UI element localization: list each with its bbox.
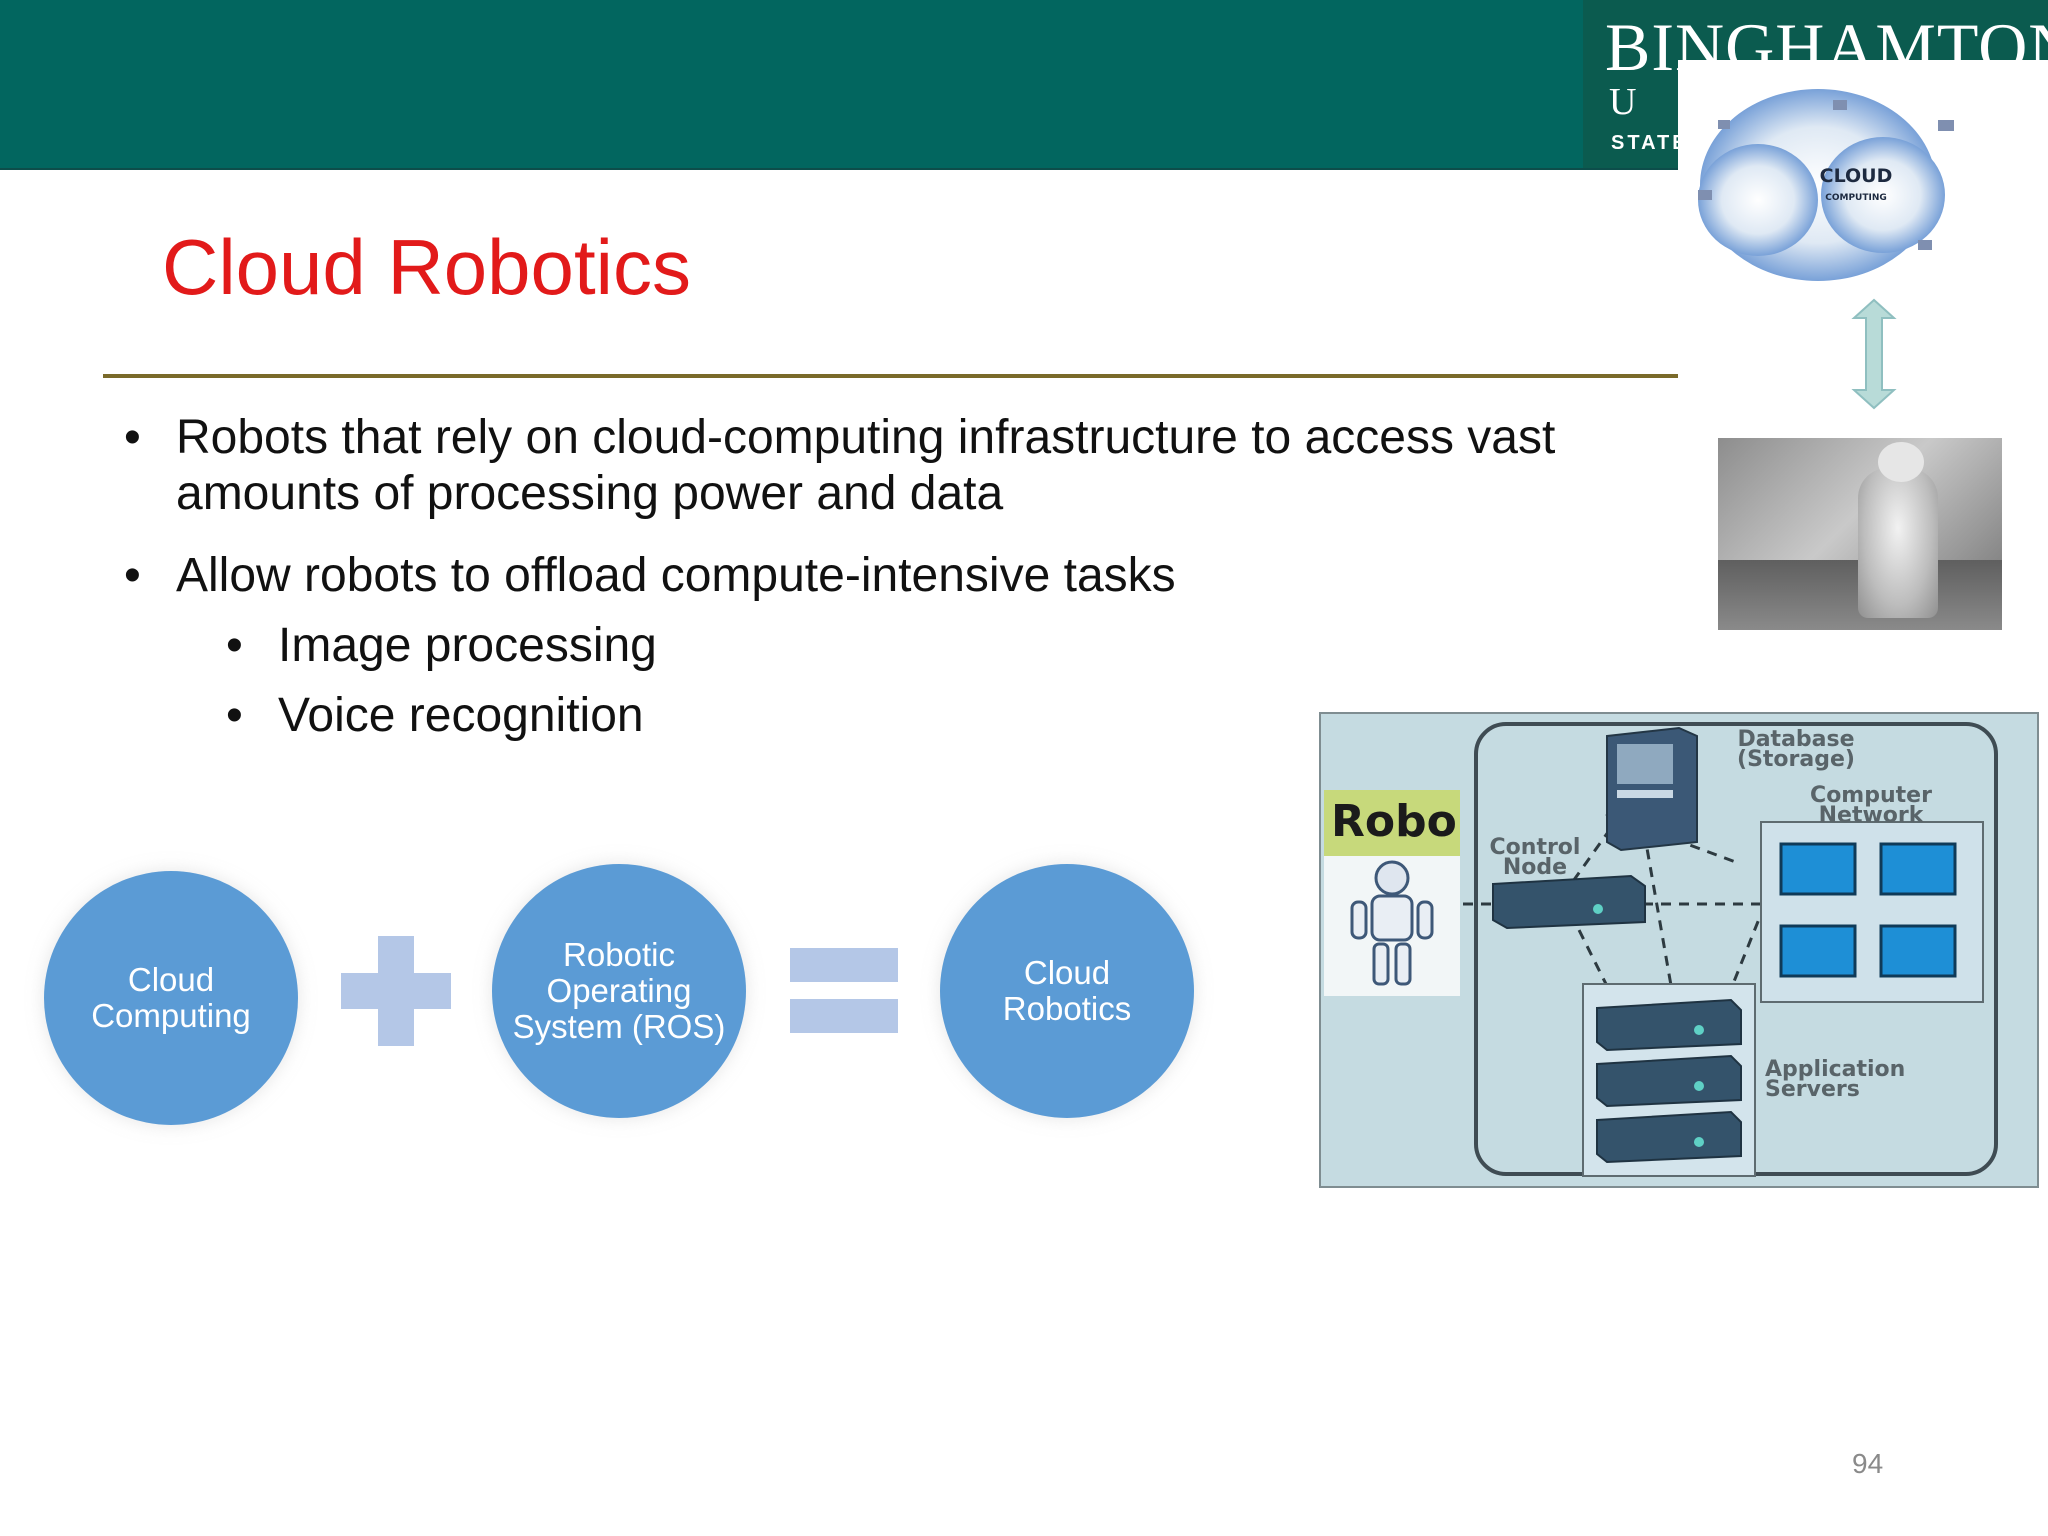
control-label-line: Node xyxy=(1502,855,1568,880)
title-divider xyxy=(103,374,1678,378)
cloud-computing-circle: Cloud Computing xyxy=(44,871,298,1125)
app-label-line: Application xyxy=(1765,1057,1906,1082)
cloud-computing-image: CLOUD COMPUTING xyxy=(1678,60,2048,420)
app-servers-label: Application Servers xyxy=(1765,1057,1955,1102)
network-label: Computer Network xyxy=(1781,783,1961,828)
database-label-line: (Storage) xyxy=(1737,747,1855,772)
circle-label: Robotic Operating System (ROS) xyxy=(512,936,726,1045)
cloud-robotics-circle: Cloud Robotics xyxy=(940,864,1194,1118)
control-node-label: Control Node xyxy=(1485,835,1585,880)
ros-circle: Robotic Operating System (ROS) xyxy=(492,864,746,1118)
robo-label: Robo xyxy=(1331,796,1457,847)
control-label-line: Control xyxy=(1489,835,1581,860)
bullet-dot: • xyxy=(226,689,243,742)
database-label: Database (Storage) xyxy=(1721,727,1871,772)
robot-head xyxy=(1878,442,1924,482)
sub-bullet-text: Voice recognition xyxy=(278,689,644,742)
circle-label: Cloud Computing xyxy=(91,961,251,1034)
sub-bullet-text: Image processing xyxy=(278,619,657,672)
robot-photo xyxy=(1718,438,2002,630)
cloud-label: CLOUD xyxy=(1820,165,1893,187)
robot-figure xyxy=(1324,856,1460,996)
cloud-sublabel: COMPUTING xyxy=(1825,193,1887,203)
equals-icon xyxy=(790,948,898,982)
page-number: 94 xyxy=(1852,1448,1884,1479)
bullet-dot: • xyxy=(124,411,141,464)
plus-icon-bar xyxy=(341,973,451,1009)
circle-label: Cloud Robotics xyxy=(1002,954,1132,1027)
app-label-line: Servers xyxy=(1765,1077,1860,1102)
database-label-line: Database xyxy=(1737,727,1855,752)
bullet-dot: • xyxy=(124,549,141,602)
robot-body xyxy=(1858,468,1938,618)
cloud-architecture-diagram: Robo Database (Storage) Computer Network… xyxy=(1319,712,2039,1188)
network-label-line: Computer xyxy=(1810,783,1932,808)
logo-state-line: STATE xyxy=(1611,132,1689,154)
bullet-text: Allow robots to offload compute-intensiv… xyxy=(176,549,1176,602)
slide-title: Cloud Robotics xyxy=(162,223,691,311)
network-label-line: Network xyxy=(1818,803,1924,828)
bullet-dot: • xyxy=(226,619,243,672)
equals-icon-bar xyxy=(790,999,898,1033)
bullet-text: Robots that rely on cloud-computing infr… xyxy=(176,411,1556,520)
robo-tag xyxy=(1324,790,1460,856)
